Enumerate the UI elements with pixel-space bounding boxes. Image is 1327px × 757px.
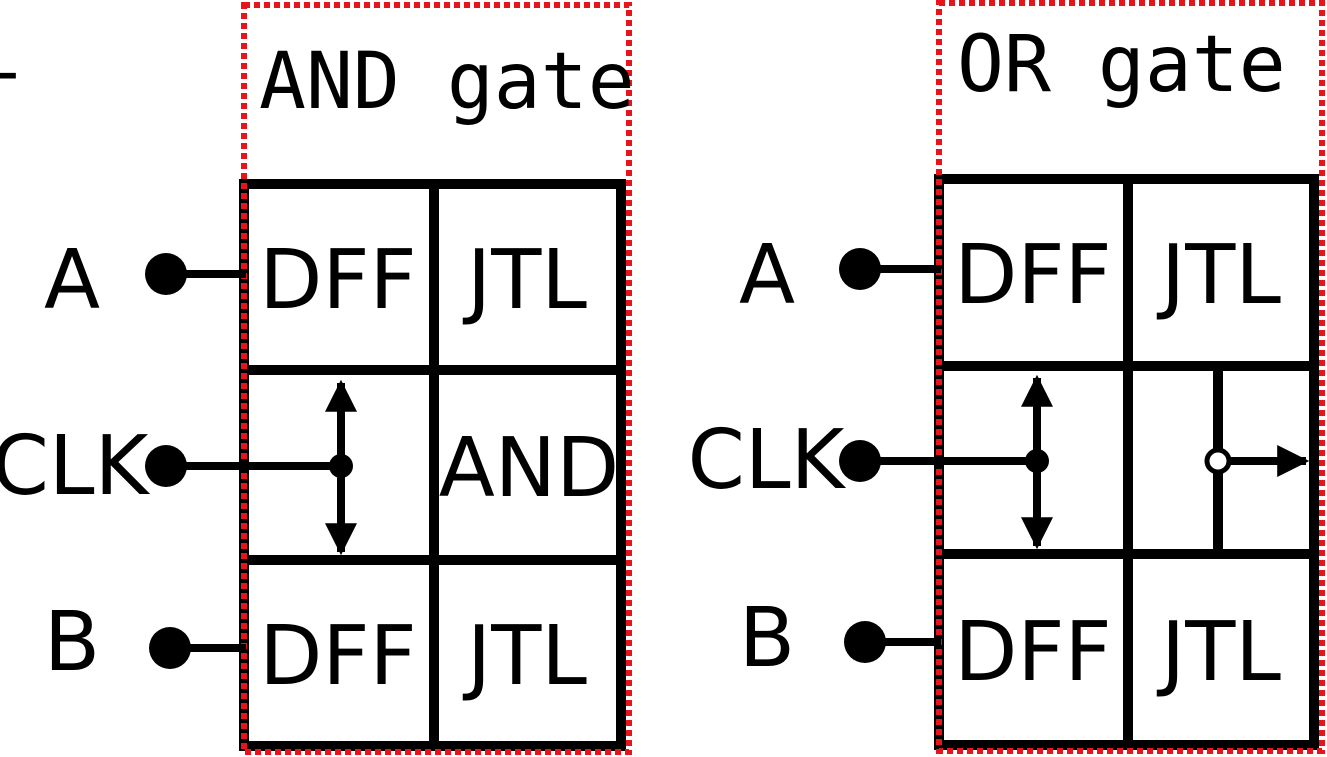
or-cell-dff-bottom: DFF xyxy=(954,605,1111,700)
or-gate-frame xyxy=(936,0,1325,754)
and-cell-dff-bottom: DFF xyxy=(259,609,416,704)
or-terminal-a xyxy=(839,248,881,290)
or-input-label-b: B xyxy=(739,591,795,686)
and-terminal-clk xyxy=(145,445,187,487)
or-clock-junction xyxy=(1025,449,1049,473)
and-input-wires xyxy=(166,270,357,652)
and-cell-jtl-bottom: JTL xyxy=(462,609,587,704)
and-terminal-a xyxy=(145,253,187,295)
or-input-wires xyxy=(860,265,1310,646)
or-gate: OR gate DFF JTL DFF JTL A CLK B xyxy=(688,0,1325,754)
and-clock-junction xyxy=(329,454,353,478)
and-input-label-a: A xyxy=(44,233,100,328)
left-edge-mark: - xyxy=(0,30,19,112)
and-terminal-b xyxy=(149,627,191,669)
or-cell-jtl-bottom: JTL xyxy=(1156,605,1281,700)
or-terminal-clk xyxy=(839,440,881,482)
and-cell-and: AND xyxy=(439,421,620,516)
or-cell-jtl-top: JTL xyxy=(1156,228,1281,323)
and-cell-dff-top: DFF xyxy=(259,233,416,328)
and-input-label-clk: CLK xyxy=(0,419,151,514)
and-cell-jtl-top: JTL xyxy=(462,233,587,328)
or-gate-title: OR gate xyxy=(957,20,1286,110)
or-terminal-b xyxy=(844,621,886,663)
or-input-label-clk: CLK xyxy=(688,413,847,508)
or-cell-dff-top: DFF xyxy=(954,228,1111,323)
and-gate-frame xyxy=(241,2,632,755)
and-input-label-b: B xyxy=(44,595,100,690)
or-input-label-a: A xyxy=(739,228,795,323)
and-gate-title: AND gate xyxy=(259,37,635,127)
and-gate: AND gate DFF JTL AND DFF JTL A CLK B xyxy=(0,2,635,755)
or-merge-node xyxy=(1204,447,1232,475)
or-gate-grid xyxy=(934,174,1319,750)
